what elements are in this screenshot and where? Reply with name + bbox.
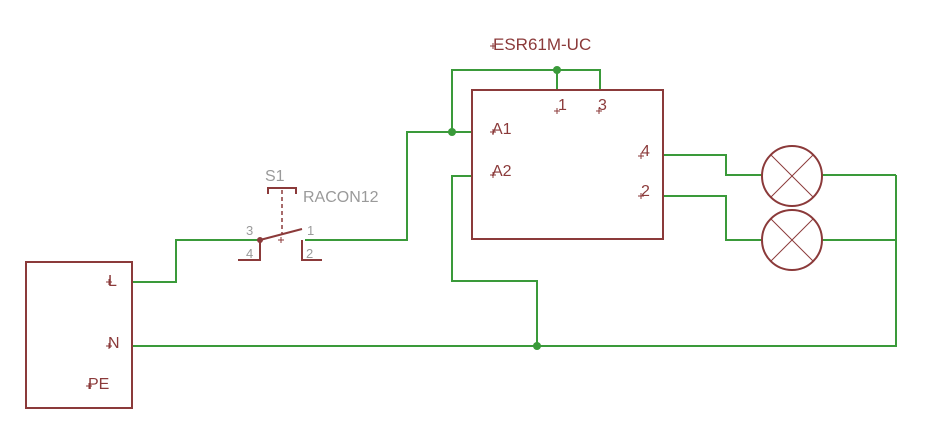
switch-pin-4: 4 [246, 246, 253, 261]
wire-n-bus [133, 175, 897, 347]
junction-dot [448, 128, 456, 136]
relay-pin-a2: A2 [492, 163, 512, 180]
origin-marker [106, 343, 112, 349]
relay-block: ESR61M-UC 1 3 A1 A2 4 2 [471, 35, 664, 240]
lamp-1-circle [761, 145, 823, 207]
wire-pin4-to-lamp1 [663, 154, 762, 176]
switch-actuator [267, 187, 297, 194]
switch-pin-3: 3 [246, 223, 253, 238]
supply-body [25, 261, 133, 409]
wire-switch-to-a1 [305, 131, 452, 241]
switch-contact-2 [301, 240, 322, 261]
supply-pin-pe: PE [88, 376, 109, 393]
relay-pin-1: 1 [558, 97, 567, 114]
junction-dot [553, 66, 561, 74]
relay-pin-3: 3 [598, 97, 607, 114]
lamp-2-circle [761, 209, 823, 271]
origin-marker [638, 193, 644, 199]
origin-marker [490, 43, 496, 49]
wires [133, 69, 897, 347]
relay-pin-2: 2 [641, 183, 650, 200]
switch-blade [259, 228, 303, 241]
switch-s1: S1 RACON12 3 1 4 2 [238, 168, 379, 261]
wire-a2-to-n [451, 175, 538, 346]
origin-marker [596, 108, 602, 114]
origin-marker [554, 108, 560, 114]
switch-value: RACON12 [303, 189, 379, 206]
origin-marker [490, 129, 496, 135]
relay-body [471, 89, 664, 240]
switch-contact-4 [238, 240, 261, 261]
relay-pin-4: 4 [641, 143, 650, 160]
junction-dot [533, 342, 541, 350]
origin-markers [86, 43, 644, 389]
supply-pin-l: L [108, 273, 117, 290]
junctions [448, 66, 561, 350]
supply-pin-n: N [108, 335, 120, 352]
lamp-2-cross-b [770, 218, 814, 262]
wire-l-to-switch [133, 239, 258, 283]
origin-marker [490, 172, 496, 178]
switch-pin-1: 1 [307, 223, 314, 238]
origin-marker [86, 383, 92, 389]
switch-ref: S1 [265, 168, 285, 185]
wire-pin2-to-lamp2 [663, 195, 762, 241]
wire-top-to-pin3 [557, 69, 601, 90]
relay-pin-a1: A1 [492, 121, 512, 138]
lamp-1-cross-b [770, 154, 814, 198]
lamp-2 [761, 209, 823, 271]
relay-name: ESR61M-UC [493, 35, 591, 54]
wire-a1-to-top [451, 69, 557, 132]
origin-marker [106, 279, 112, 285]
lamp-1 [761, 145, 823, 207]
origin-marker [638, 153, 644, 159]
origin-marker [278, 237, 284, 243]
switch-pin-2: 2 [306, 246, 313, 261]
supply-block: L N PE [25, 261, 133, 409]
